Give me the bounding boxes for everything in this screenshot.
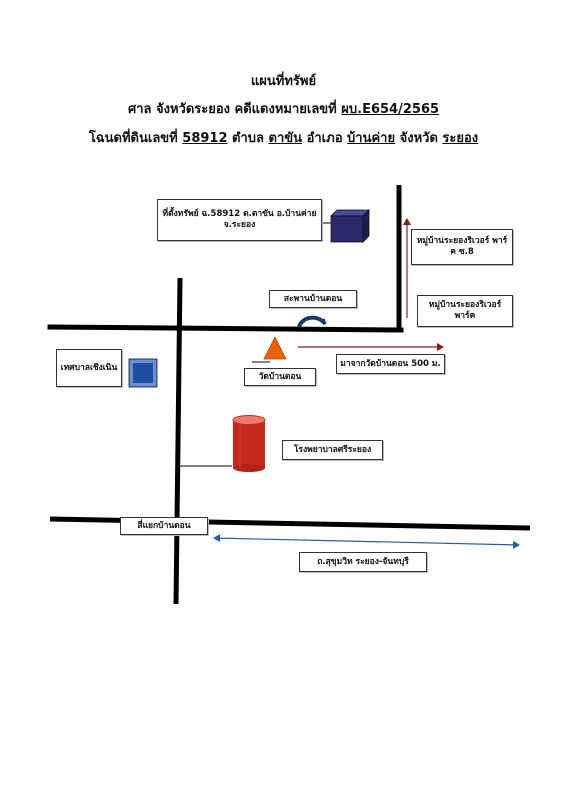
property-label: ที่ตั้งทรัพย์ ฉ.58912 ต.ตาขัน อ.บ้านค่าย… <box>157 199 322 241</box>
district-value: บ้านค่าย <box>347 131 396 146</box>
deed-number: 58912 <box>182 131 228 146</box>
building-icon <box>330 209 370 243</box>
distance-label: มาจากวัดบ้านดอน 500 ม. <box>336 354 445 374</box>
map-title: แผนที่ทรัพย์ <box>250 74 317 89</box>
subdistrict-label: ตำบล <box>227 131 269 146</box>
district-label: อำเภอ <box>302 131 348 146</box>
road-label: ถ.สุขุมวิท ระยอง-จันทบุรี <box>299 552 427 572</box>
upper-road <box>47 324 404 333</box>
temple-label: วัดบ้านดอน <box>244 368 316 386</box>
hospital-label: โรงพยาบาลศรีระยอง <box>282 440 383 460</box>
province-label: จังหวัด <box>395 131 443 146</box>
municipality-label: เทศบาลเชิงเนิน <box>56 349 122 387</box>
province-value: ระยอง <box>442 131 479 146</box>
temple-icon <box>263 336 287 360</box>
village-label: หมู่บ้านระยองริเวอร์ พาร์ค <box>417 295 513 327</box>
municipality-icon <box>128 358 158 388</box>
bridge-label: สะพานบ้านดอน <box>269 290 357 308</box>
court-case-line: ศาล จังหวัดระยอง คดีแดงหมายเลขที่ ผบ.E65… <box>0 98 567 119</box>
subdistrict-value: ตาขัน <box>268 131 303 146</box>
deed-prefix: โฉนดที่ดินเลขที่ <box>88 131 183 146</box>
intersection-label: สี่แยกบ้านดอน <box>120 517 208 535</box>
main-vertical-road <box>173 277 183 605</box>
bridge-icon <box>297 315 327 328</box>
court-case-prefix: ศาล จังหวัดระยอง คดีแดงหมายเลขที่ <box>127 102 342 117</box>
sukhumvit-arrow <box>213 534 520 549</box>
hospital-icon <box>232 415 266 472</box>
deed-line: โฉนดที่ดินเลขที่ 58912 ตำบล ตาขัน อำเภอ … <box>0 127 567 148</box>
case-number: ผบ.E654/2565 <box>341 102 440 117</box>
village-soi8-label: หมู่บ้านระยองริเวอร์ พาร์ค ซ.8 <box>411 229 513 265</box>
